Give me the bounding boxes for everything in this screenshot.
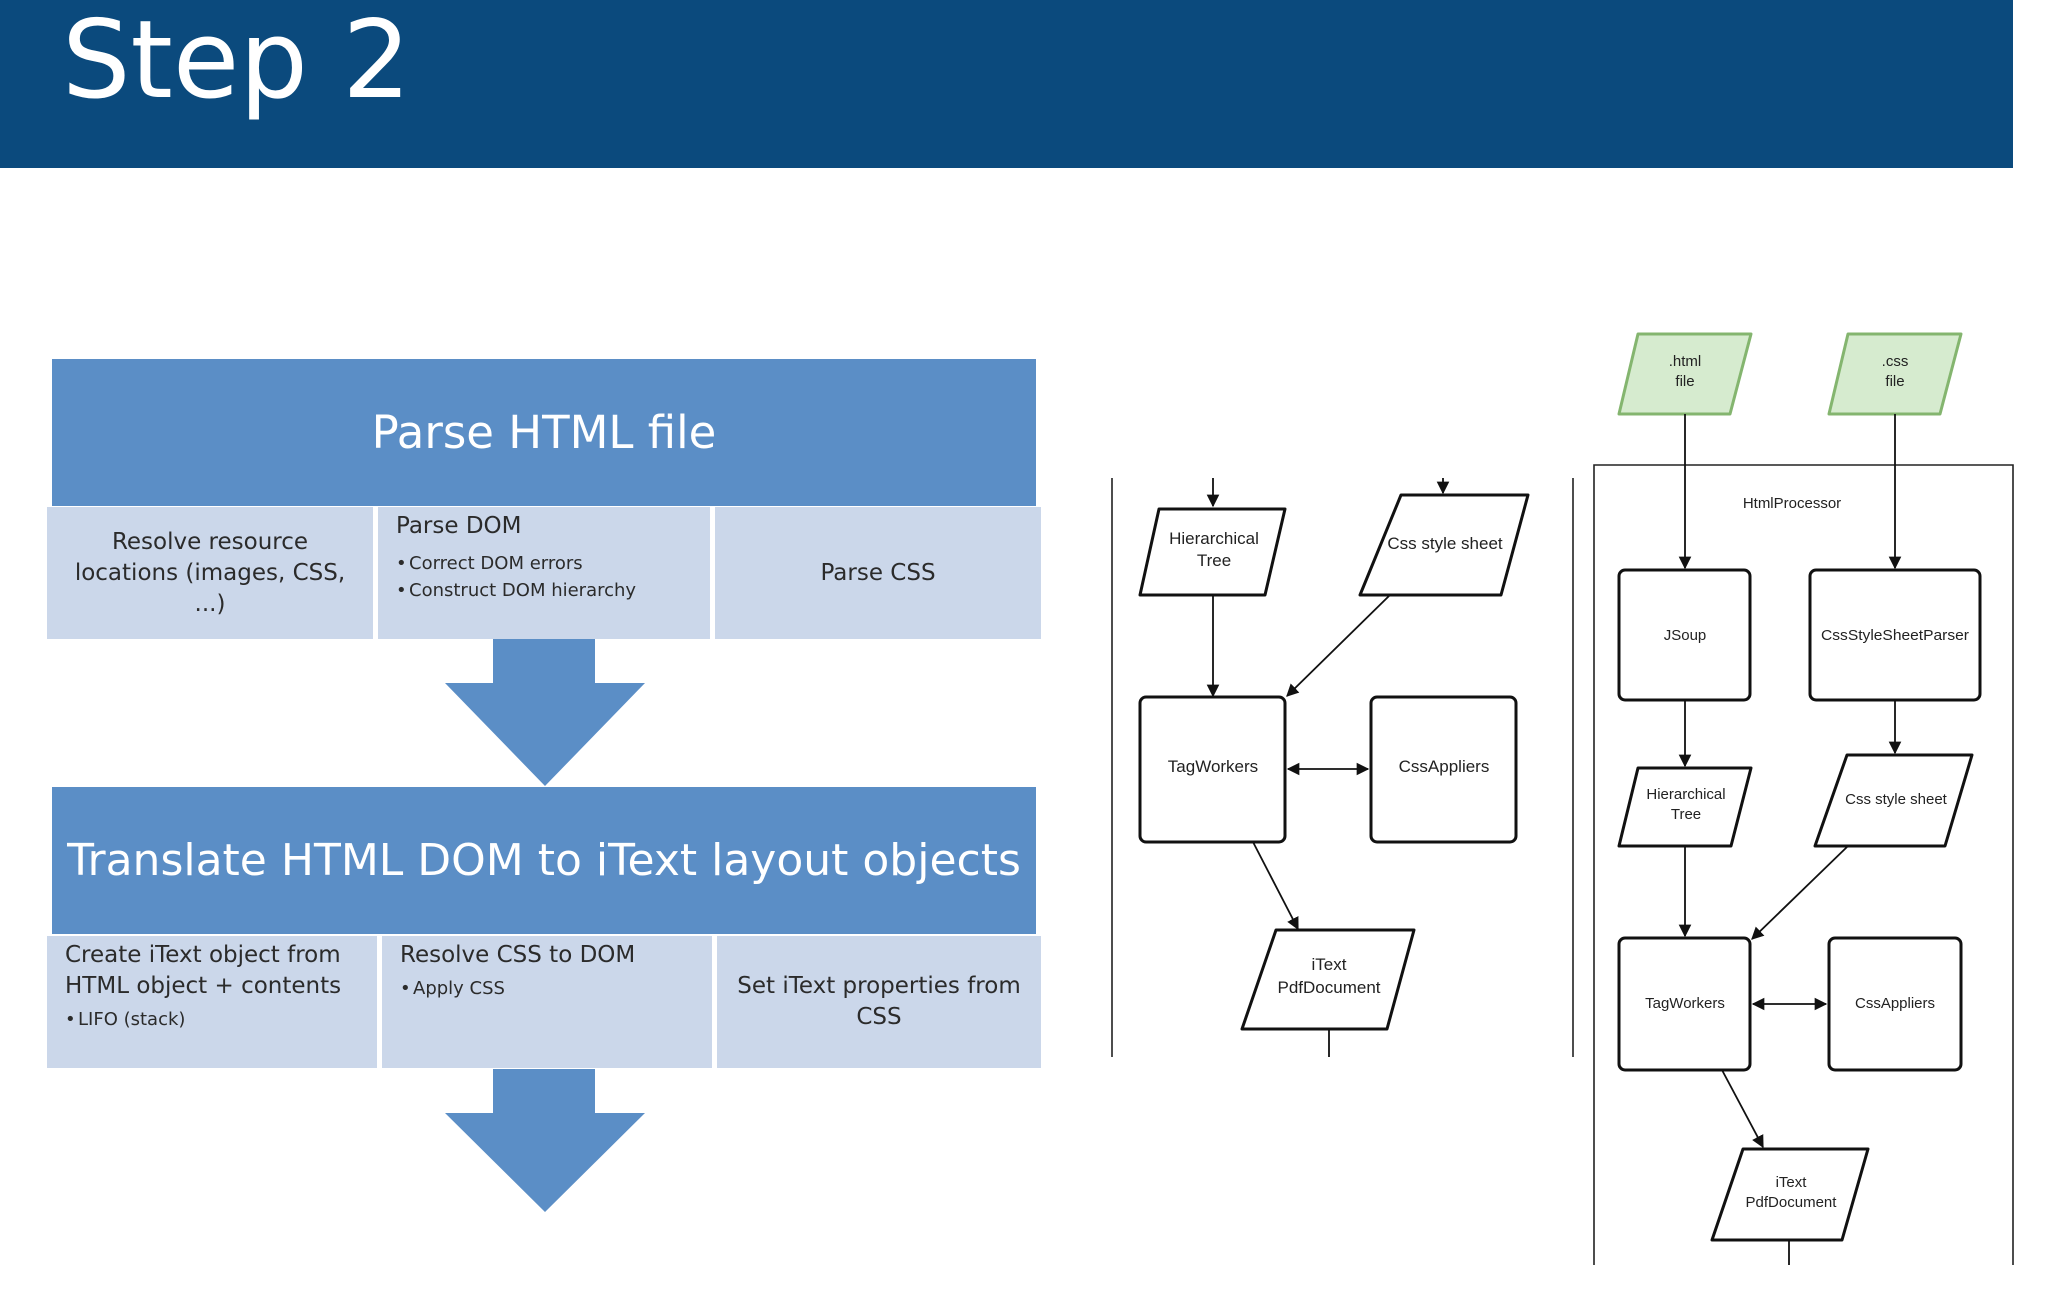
substep-parse-css: Parse CSS [715, 507, 1041, 639]
left-cssappliers-node: CssAppliers [1369, 695, 1518, 844]
bullet-apply-css: Apply CSS [400, 975, 700, 1002]
substep-parse-dom-bullets: Correct DOM errors Construct DOM hierarc… [396, 550, 698, 604]
left-hierarchical-tree-line1: Hierarchical [1169, 529, 1259, 548]
stylesheet-to-tagworkers-arrow [1286, 594, 1391, 697]
right-hierarchical-tree-line2: Tree [1671, 806, 1701, 823]
title-banner: Step 2 [0, 0, 2013, 168]
flowchart-left: Hierarchical Tree Css style sheet TagWor… [1111, 478, 1574, 1057]
down-arrow-2 [445, 1069, 645, 1212]
right-cssappliers-node: CssAppliers [1827, 936, 1963, 1072]
left-pdfdocument-line2: PdfDocument [1278, 978, 1381, 997]
left-cssappliers-label: CssAppliers [1399, 757, 1490, 776]
translate-substeps-row: Create iText object from HTML object + c… [47, 936, 1041, 1068]
substep-create-itext-bullets: LIFO (stack) [65, 1006, 365, 1033]
substep-resolve-css: Resolve CSS to DOM Apply CSS [382, 936, 712, 1068]
css-stylesheet-parser-label: CssStyleSheetParser [1821, 627, 1969, 644]
css-stylesheet-parser-node: CssStyleSheetParser [1808, 568, 1982, 702]
substep-set-itext-properties: Set iText properties from CSS [717, 936, 1041, 1068]
left-tagworkers-label: TagWorkers [1168, 757, 1258, 776]
down-arrow-1 [445, 639, 645, 786]
html-file-line2: file [1675, 373, 1694, 390]
substep-parse-dom: Parse DOM Correct DOM errors Construct D… [378, 507, 710, 639]
bullet-construct-dom-hierarchy: Construct DOM hierarchy [396, 577, 698, 604]
right-css-style-sheet-label: Css style sheet [1845, 791, 1948, 808]
css-file-line2: file [1885, 373, 1904, 390]
substep-create-itext-object: Create iText object from HTML object + c… [47, 936, 377, 1068]
html-file-line1: .html [1669, 353, 1702, 370]
left-pdfdocument-node: iText PdfDocument [1240, 928, 1416, 1031]
right-tagworkers-to-pdf-arrow [1721, 1069, 1764, 1149]
step-parse-html-band: Parse HTML file [52, 359, 1036, 506]
html-file-input-node: .html file [1617, 332, 1753, 416]
substep-create-itext-heading: Create iText object from HTML object + c… [65, 942, 342, 999]
css-file-line1: .css [1882, 353, 1909, 370]
htmlprocessor-label: HtmlProcessor [1743, 495, 1841, 512]
substep-parse-dom-heading: Parse DOM [396, 513, 522, 539]
right-pdfdocument-line1: iText [1776, 1174, 1808, 1191]
right-css-style-sheet-node: Css style sheet [1813, 753, 1974, 848]
right-cssappliers-label: CssAppliers [1855, 995, 1935, 1012]
left-css-style-sheet-node: Css style sheet [1358, 493, 1530, 597]
left-tagworkers-node: TagWorkers [1138, 695, 1287, 844]
left-css-style-sheet-label: Css style sheet [1387, 534, 1503, 553]
step-translate-band: Translate HTML DOM to iText layout objec… [52, 787, 1036, 934]
tagworkers-to-pdf-arrow [1252, 841, 1299, 931]
left-hierarchical-tree-line2: Tree [1197, 551, 1231, 570]
right-tagworkers-node: TagWorkers [1617, 936, 1752, 1072]
bullet-correct-dom-errors: Correct DOM errors [396, 550, 698, 577]
htmlprocessor-container [1593, 464, 2014, 1265]
right-hierarchical-tree-line1: Hierarchical [1646, 786, 1725, 803]
right-stylesheet-to-tagworkers-arrow [1751, 845, 1849, 940]
jsoup-node: JSoup [1617, 568, 1752, 702]
css-file-input-node: .css file [1827, 332, 1963, 416]
parse-substeps-row: Resolve resource locations (images, CSS,… [47, 507, 1041, 639]
slide-title: Step 2 [62, 0, 411, 123]
right-hierarchical-tree-node: Hierarchical Tree [1617, 766, 1753, 848]
left-pdfdocument-line1: iText [1312, 955, 1347, 974]
jsoup-label: JSoup [1664, 627, 1707, 644]
left-hierarchical-tree-node: Hierarchical Tree [1138, 507, 1287, 597]
substep-resolve-css-heading: Resolve CSS to DOM [400, 942, 636, 968]
right-pdfdocument-node: iText PdfDocument [1710, 1147, 1870, 1242]
substep-resolve-resources: Resolve resource locations (images, CSS,… [47, 507, 373, 639]
flowchart-right: .html file .css file HtmlProcessor JSoup… [1593, 332, 2014, 1265]
right-tagworkers-label: TagWorkers [1645, 995, 1725, 1012]
substep-resolve-css-bullets: Apply CSS [400, 975, 700, 1002]
right-pdfdocument-line2: PdfDocument [1746, 1194, 1838, 1211]
bullet-lifo-stack: LIFO (stack) [65, 1006, 365, 1033]
